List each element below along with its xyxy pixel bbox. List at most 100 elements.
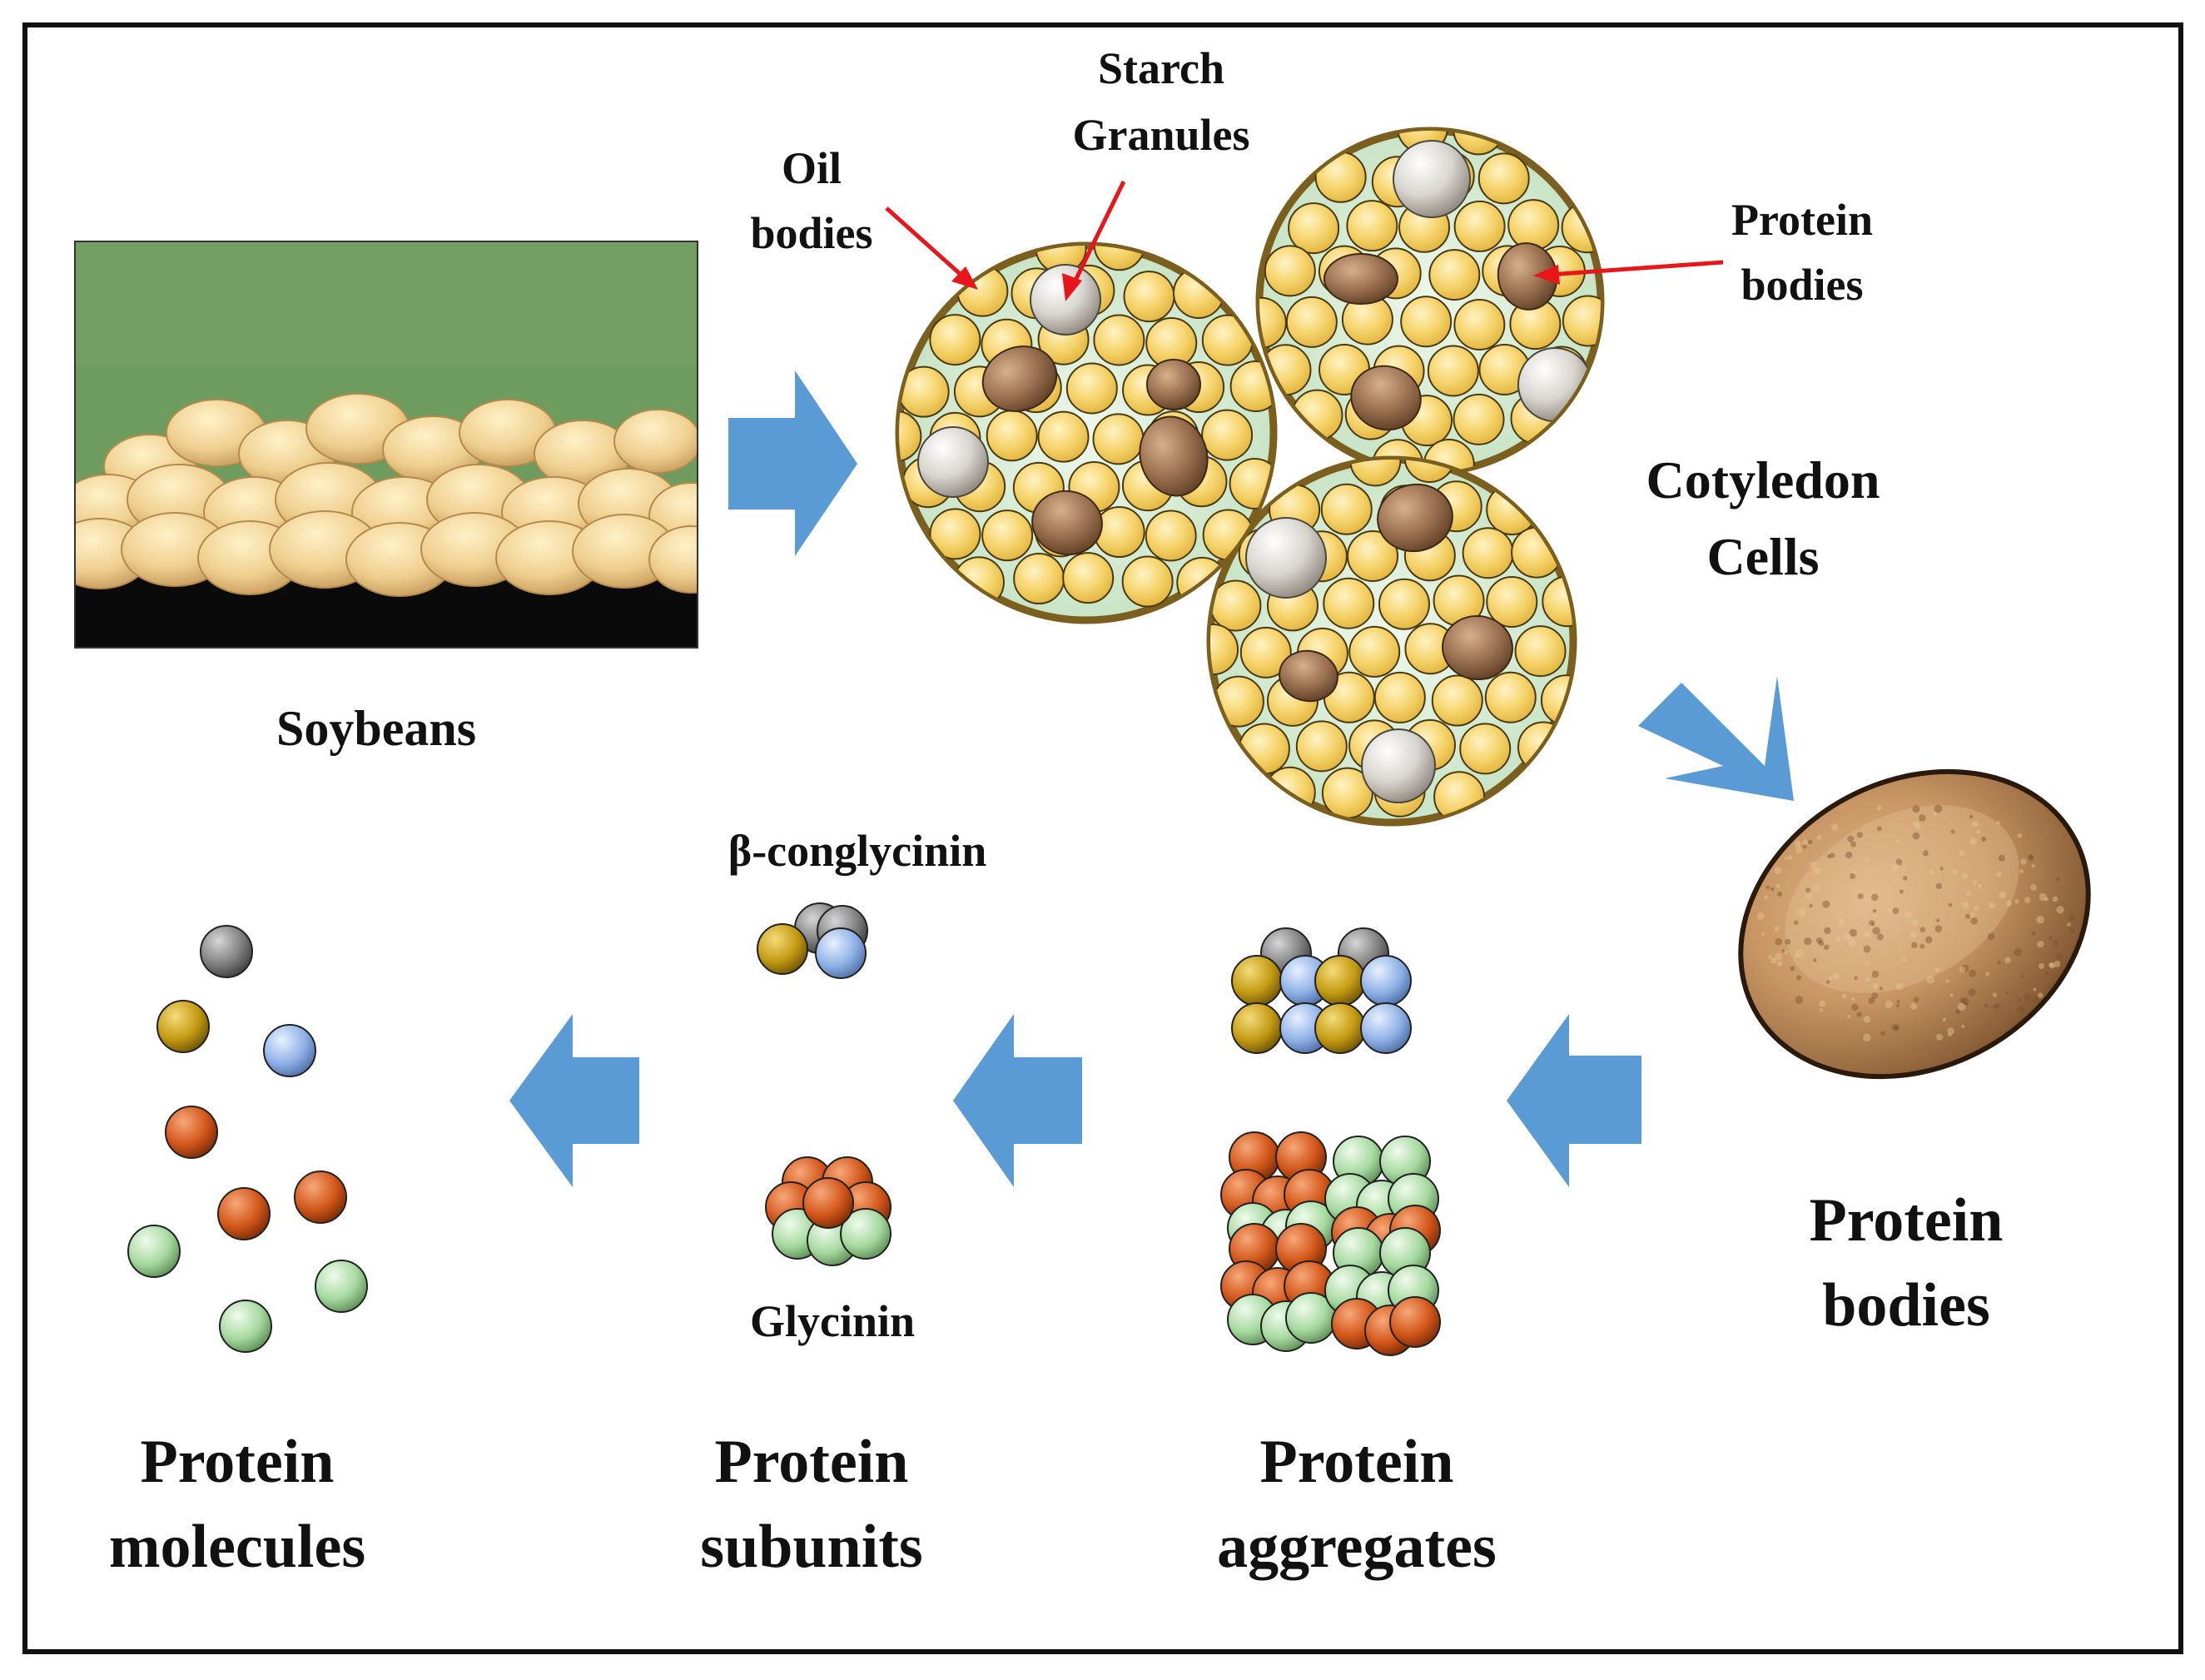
aggregate-subunit <box>1314 955 1366 1007</box>
protein-subunits-illustration <box>757 902 891 1266</box>
pointer-arrows <box>885 180 1724 301</box>
oil-body <box>1013 553 1065 605</box>
protein-subunits-label-line2: subunits <box>700 1513 922 1581</box>
oil-body <box>1065 362 1118 415</box>
protein-subunits-label-line1: Protein <box>715 1428 909 1496</box>
subunit-sphere <box>802 1177 854 1229</box>
aggregate-subunit <box>1389 1296 1441 1348</box>
subunit-sphere <box>815 927 867 979</box>
protein-body-illustration <box>1738 768 2091 1080</box>
protein-body <box>1139 415 1209 497</box>
protein-body <box>1146 359 1201 410</box>
subunit-sphere <box>757 923 808 975</box>
oil-body <box>1514 625 1567 678</box>
protein-molecule <box>127 1225 181 1278</box>
protein-bodies-label-line2: bodies <box>1822 1271 1990 1340</box>
oil-body <box>1484 671 1537 723</box>
oil-body <box>1348 625 1401 678</box>
oil-body <box>1239 626 1292 678</box>
pointer-arrow-oil <box>885 206 967 281</box>
protein-molecule <box>217 1187 271 1240</box>
protein-body <box>1323 253 1398 305</box>
protein-bodies-label-line1: Protein <box>1810 1186 2004 1255</box>
flow-arrow-left-2 <box>953 1014 1082 1187</box>
oil-body <box>1285 296 1338 348</box>
oil-body <box>1347 529 1399 582</box>
photo-border <box>74 241 698 649</box>
oil-body <box>1346 200 1398 252</box>
pointer-arrow-starch <box>1070 180 1126 289</box>
protein-molecule <box>165 1106 218 1159</box>
oil-body <box>1145 509 1197 562</box>
oil-body <box>1427 345 1479 397</box>
oil-bodies-label-line1: Oil <box>782 143 842 193</box>
oil-body <box>1462 527 1514 579</box>
starch-granules-label-line2: Granules <box>1072 110 1249 160</box>
pointer-arrow-protein <box>1547 260 1724 277</box>
cotyledon-cells-label-line2: Cells <box>1706 527 1819 586</box>
oil-body <box>1403 460 1456 483</box>
starch-granule <box>1245 517 1327 599</box>
protein-molecule <box>294 1171 347 1224</box>
beta-conglycinin-label: β-conglycinin <box>728 826 986 876</box>
oil-body <box>929 508 981 560</box>
subunit-sphere <box>840 1208 891 1260</box>
oil-body <box>1093 314 1145 366</box>
oil-body <box>1092 413 1145 465</box>
oil-body <box>1093 506 1145 559</box>
oil-body <box>1295 720 1348 773</box>
protein-bodies-small-label-line2: bodies <box>1741 260 1863 310</box>
protein-bodies-small-label-line1: Protein <box>1731 195 1873 245</box>
oil-body <box>1123 271 1175 323</box>
protein-body <box>1442 614 1513 681</box>
cotyledon-cells-label-line1: Cotyledon <box>1646 450 1880 509</box>
flow-arrow-left-1 <box>1507 1014 1641 1187</box>
protein-body <box>1279 649 1338 703</box>
protein-molecule <box>219 1300 272 1353</box>
starch-granules-label-line1: Starch <box>1098 43 1224 93</box>
oil-body <box>929 314 981 366</box>
protein-molecules-label-line1: Protein <box>141 1428 335 1496</box>
oil-body <box>986 410 1038 462</box>
oil-body <box>1453 200 1506 252</box>
oil-body <box>1288 202 1340 255</box>
soybeans-photo <box>75 241 698 648</box>
oil-body <box>899 365 950 418</box>
protein-molecules-illustration <box>127 925 368 1353</box>
oil-body <box>1507 199 1560 251</box>
oil-bodies-label-line2: bodies <box>750 208 872 258</box>
oil-body <box>1486 575 1538 628</box>
oil-body <box>1121 555 1174 608</box>
oil-body <box>899 410 922 462</box>
protein-molecule <box>200 925 253 978</box>
protein-aggregates-label-line2: aggregates <box>1217 1513 1497 1581</box>
oil-body <box>1453 393 1505 445</box>
soybean <box>613 409 698 474</box>
flow-arrow-diagonal <box>1638 676 1794 801</box>
aggregate-subunit <box>1360 1002 1412 1054</box>
aggregate-subunit <box>1231 955 1283 1007</box>
oil-body <box>1201 409 1254 461</box>
aggregate-subunit <box>1231 1002 1283 1054</box>
oil-body <box>1459 723 1512 775</box>
protein-body <box>1350 365 1422 431</box>
oil-body <box>1264 245 1316 297</box>
protein-body <box>1031 490 1103 556</box>
oil-body <box>1037 410 1090 463</box>
oil-body <box>981 509 1034 562</box>
starch-granule <box>917 426 989 498</box>
aggregate-subunit <box>1360 955 1412 1007</box>
protein-molecule <box>263 1024 316 1077</box>
protein-aggregates-illustration <box>1220 927 1441 1356</box>
protein-molecules-label-line2: molecules <box>109 1513 365 1581</box>
oil-body <box>1400 296 1453 348</box>
oil-body <box>1323 577 1375 629</box>
oil-body <box>1431 674 1483 727</box>
soybean <box>648 525 698 594</box>
protein-body <box>981 345 1058 412</box>
oil-body <box>1320 483 1373 535</box>
protein-body <box>1377 483 1453 553</box>
oil-body <box>1093 246 1145 271</box>
